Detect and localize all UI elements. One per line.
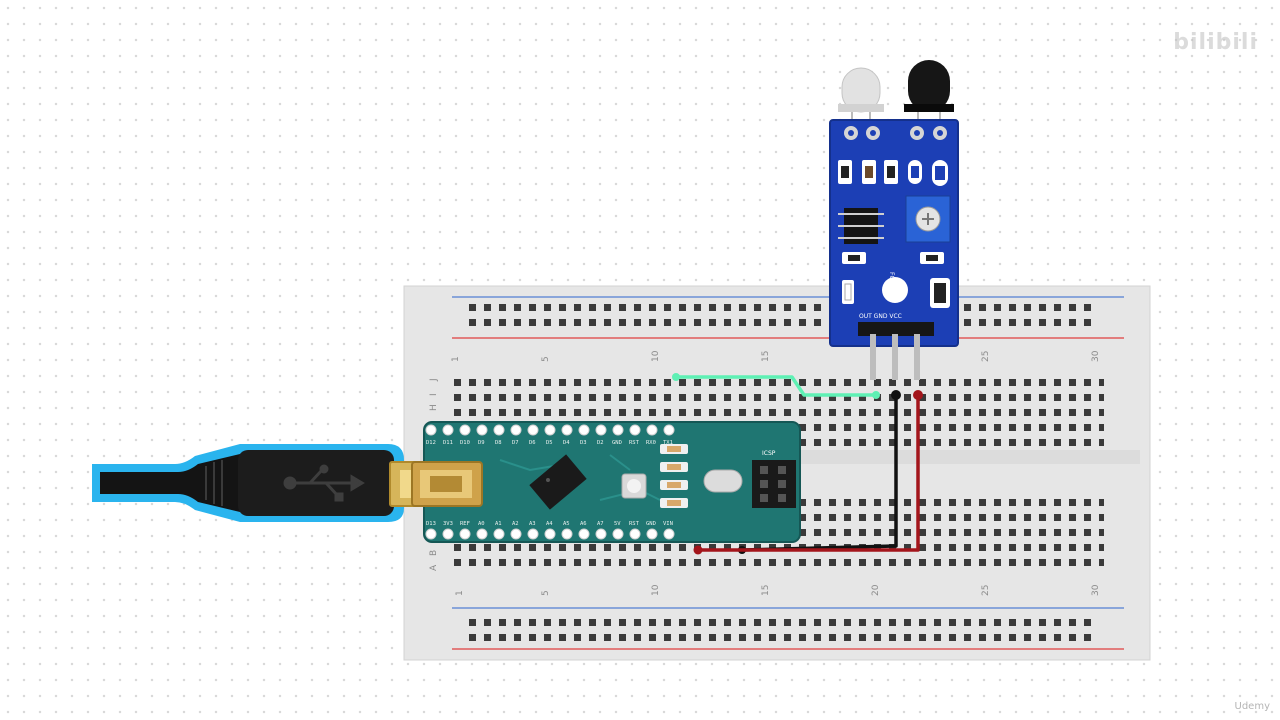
nano-pin-label: RST [629, 521, 640, 527]
nano-pin-label: RST [629, 440, 640, 446]
col-num-top: 1 [451, 356, 461, 362]
icsp-header [752, 460, 796, 508]
nano-pin-label: GND [646, 521, 656, 527]
col-num-bottom: 20 [871, 584, 881, 596]
nano-bottom-pins [425, 528, 675, 540]
nano-pin-label: D12 [426, 440, 436, 446]
nano-pin-label: VIN [663, 521, 673, 527]
mounting-hole [882, 277, 908, 303]
nano-pin-label: REF [460, 521, 470, 527]
top-rail-holes [462, 302, 1092, 332]
col-num-bottom: 30 [1091, 584, 1101, 596]
signal-wire-end [872, 391, 880, 399]
nano-pin-label: A0 [478, 521, 485, 527]
nano-pin-label: A5 [563, 521, 570, 527]
col-num-top: 25 [981, 351, 991, 362]
signal-wire [676, 375, 876, 397]
nano-pin-label: D13 [426, 521, 436, 527]
col-num-top: 15 [761, 351, 771, 362]
crystal-oscillator [703, 469, 743, 493]
col-num-top: 5 [541, 356, 551, 362]
ir-emitter-led-base [838, 104, 884, 112]
signal-wire-end [672, 373, 680, 381]
col-num-bottom: 1 [455, 590, 465, 596]
col-num-bottom: 25 [981, 585, 991, 596]
ir-receiver-led-base [904, 104, 954, 112]
vcc-wire [698, 395, 920, 552]
col-num-bottom: 10 [651, 584, 661, 596]
arduino-nano: D12 D11 D10 D9 D8 D7 D6 D5 D4 D3 D2 GND … [411, 421, 801, 543]
col-num-top: 10 [651, 350, 661, 362]
nano-pin-label: D3 [580, 440, 587, 446]
vcc-wire-end [693, 545, 703, 555]
icsp-label: ICSP [762, 450, 776, 457]
sensor-pin-labels: OUT GND VCC [859, 313, 902, 320]
nano-pin-label: D7 [512, 440, 519, 446]
col-num-top: 30 [1091, 350, 1101, 362]
nano-pin-label: D10 [460, 440, 470, 446]
bilibili-watermark: bilibili [1173, 30, 1258, 55]
ir-receiver-led [908, 60, 950, 112]
nano-pin-label: D2 [597, 440, 604, 446]
nano-pin-label: A4 [546, 521, 553, 527]
nano-pin-label: A2 [512, 521, 519, 527]
nano-pin-label: 3V3 [443, 521, 453, 527]
nano-top-pins [425, 424, 675, 436]
vcc-wire-end [913, 390, 923, 400]
nano-pin-label: A7 [597, 521, 604, 527]
nano-pin-label: D9 [478, 440, 485, 446]
nano-pin-label: A3 [529, 521, 536, 527]
nano-pin-label: D5 [546, 440, 553, 446]
wires [672, 373, 923, 555]
sensor-pin-header [858, 322, 934, 336]
col-num-bottom: 15 [761, 585, 771, 596]
row-letter: H [429, 404, 439, 411]
col-num-bottom: 5 [541, 590, 551, 596]
ir-sensor-module: FC-51 OUT GND VCC [829, 60, 959, 380]
nano-pin-label: TX1 [663, 440, 673, 446]
nano-pin-label: RX0 [646, 440, 656, 446]
nano-pin-label: D6 [529, 440, 536, 446]
row-letter: A [429, 564, 439, 571]
nano-pin-label: A6 [580, 521, 587, 527]
nano-pin-label: D4 [563, 440, 570, 446]
nano-pin-label: A1 [495, 521, 502, 527]
row-letter: I [429, 393, 439, 396]
nano-pin-label: GND [612, 440, 622, 446]
bottom-rail-holes [462, 614, 1092, 644]
row-letter: J [429, 378, 439, 382]
microcontroller-chip [529, 454, 587, 510]
gnd-wire-end [891, 390, 901, 400]
usb-symbol-icon [283, 464, 365, 502]
row-letter: B [429, 550, 439, 556]
nano-pin-label: D8 [495, 440, 502, 446]
nano-pin-label: 5V [614, 521, 621, 527]
udemy-credit: Udemy [1234, 701, 1270, 712]
nano-pin-label: D11 [443, 440, 453, 446]
usb-cable-wire [100, 454, 240, 512]
usb-cable [92, 444, 437, 522]
